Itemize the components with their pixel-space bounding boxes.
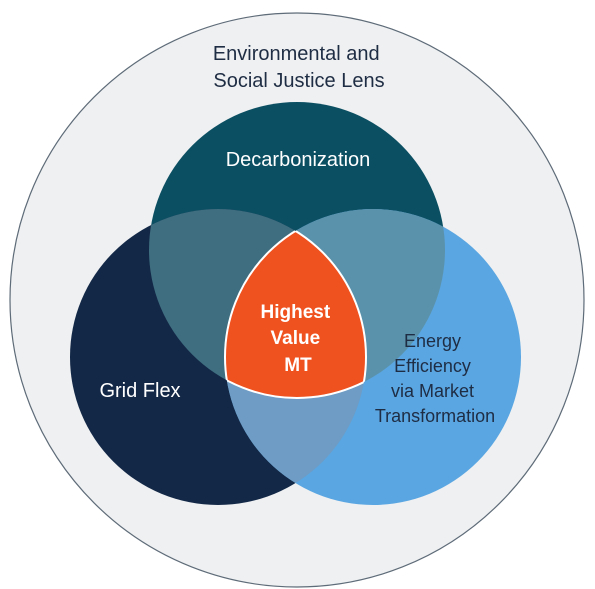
highest-value-region	[225, 209, 366, 398]
outer-lens-label-line-1: Environmental and	[213, 43, 380, 65]
highest-value-label-line-3: MT	[284, 355, 312, 376]
energy-efficiency-label-line-3: via Market	[391, 381, 474, 401]
outer-lens-label: Environmental and Social Justice Lens	[213, 43, 385, 92]
decarbonization-label-line-1: Decarbonization	[226, 149, 371, 171]
grid-flex-label: Grid Flex	[99, 380, 180, 402]
energy-efficiency-label-line-1: Energy	[404, 331, 461, 351]
center-outline-eff	[224, 209, 366, 398]
energy-efficiency-label-line-2: Efficiency	[394, 356, 471, 376]
center-outline-decarb	[225, 209, 366, 399]
grid-flex-label-line-1: Grid Flex	[99, 380, 180, 402]
highest-value-label-line-1: Highest	[261, 302, 331, 323]
highest-value-label-line-2: Value	[271, 328, 321, 349]
highest-value-label: Highest Value MT	[261, 302, 336, 376]
outer-lens-label-line-2: Social Justice Lens	[213, 70, 384, 92]
decarbonization-label: Decarbonization	[226, 149, 371, 171]
energy-efficiency-label: Energy Efficiency via Market Transformat…	[375, 331, 495, 426]
center-outline-grid	[225, 209, 367, 398]
energy-efficiency-label-line-4: Transformation	[375, 406, 495, 426]
